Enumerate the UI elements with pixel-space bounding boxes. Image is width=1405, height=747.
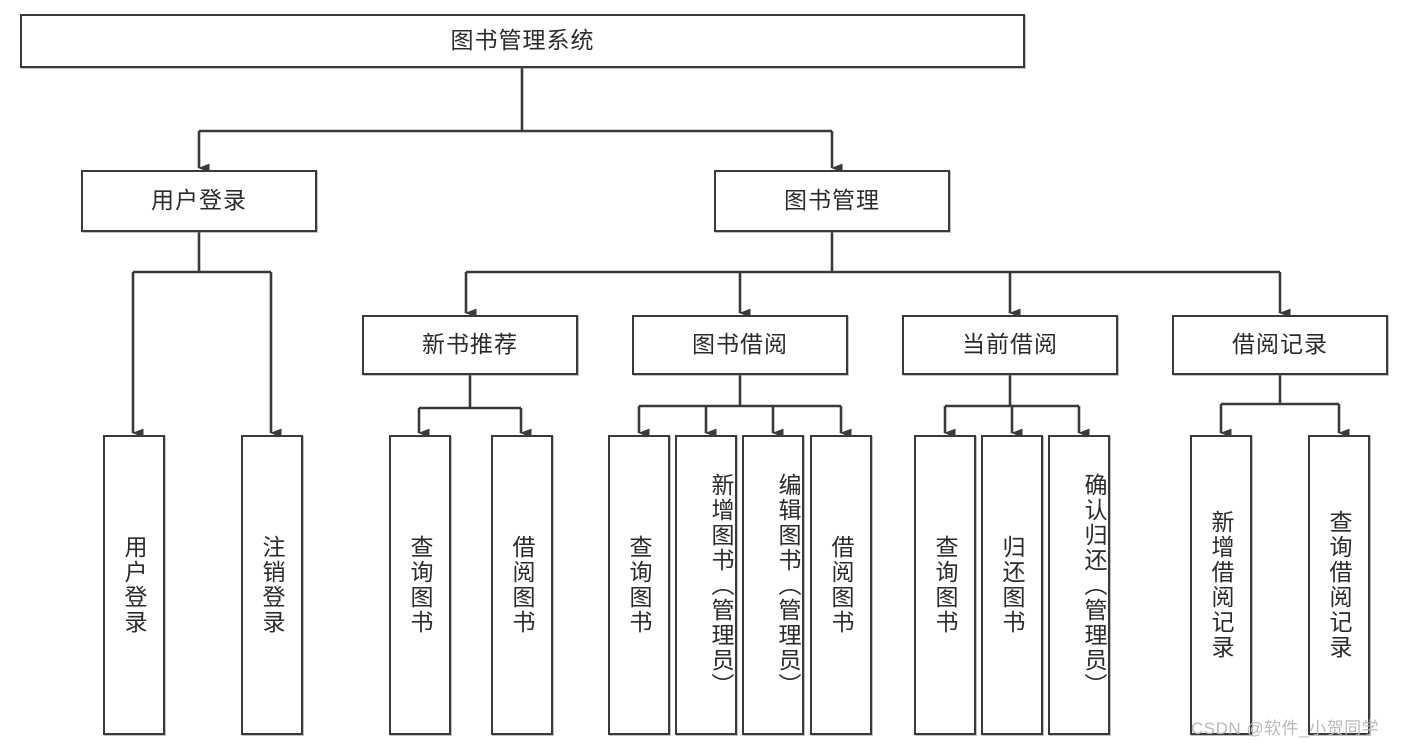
node-leaf-query-book-borrow[interactable]: 查询图书 <box>608 435 670 735</box>
node-leaf-query-borrow-record[interactable]: 查询借阅记录 <box>1308 435 1370 735</box>
node-user-login[interactable]: 用户登录 <box>81 170 317 232</box>
node-label: 借阅图书 <box>509 535 536 635</box>
node-label: 查询图书 <box>407 535 434 635</box>
node-leaf-logout[interactable]: 注销登录 <box>241 435 303 735</box>
node-label: 确认归还（管理员） <box>1081 472 1107 698</box>
node-leaf-query-book-recommend[interactable]: 查询图书 <box>389 435 451 735</box>
node-label: 查询图书 <box>932 535 959 635</box>
node-label: 借阅记录 <box>1232 331 1328 358</box>
node-label: 查询图书 <box>626 535 653 635</box>
node-leaf-borrow-book-recommend[interactable]: 借阅图书 <box>491 435 553 735</box>
node-label: 图书借阅 <box>692 331 788 358</box>
node-leaf-edit-book-admin[interactable]: 编辑图书（管理员） <box>742 435 804 735</box>
node-label: 用户登录 <box>121 535 148 635</box>
csdn-watermark: CSDN @软件_小贺同学 <box>1191 719 1380 738</box>
node-current-borrow[interactable]: 当前借阅 <box>902 315 1118 375</box>
node-label: 查询借阅记录 <box>1326 510 1353 660</box>
node-leaf-borrow-book[interactable]: 借阅图书 <box>810 435 872 735</box>
node-label: 归还图书 <box>999 535 1026 635</box>
node-leaf-user-login[interactable]: 用户登录 <box>103 435 165 735</box>
node-leaf-return-book[interactable]: 归还图书 <box>981 435 1043 735</box>
node-label: 新书推荐 <box>422 331 518 358</box>
node-label: 新增图书（管理员） <box>708 472 734 698</box>
node-label: 图书管理 <box>784 187 880 214</box>
node-leaf-query-book-current[interactable]: 查询图书 <box>914 435 976 735</box>
node-leaf-add-borrow-record[interactable]: 新增借阅记录 <box>1190 435 1252 735</box>
node-label: 图书管理系统 <box>450 27 595 54</box>
node-root-book-management-system[interactable]: 图书管理系统 <box>20 14 1025 68</box>
node-label: 用户登录 <box>151 187 247 214</box>
node-label: 编辑图书（管理员） <box>775 472 801 698</box>
node-label: 借阅图书 <box>828 535 855 635</box>
node-leaf-confirm-return-admin[interactable]: 确认归还（管理员） <box>1048 435 1110 735</box>
node-leaf-add-book-admin[interactable]: 新增图书（管理员） <box>675 435 737 735</box>
node-label: 新增借阅记录 <box>1208 510 1235 660</box>
node-new-book-recommend[interactable]: 新书推荐 <box>362 315 578 375</box>
node-book-management[interactable]: 图书管理 <box>714 170 950 232</box>
node-book-borrow[interactable]: 图书借阅 <box>632 315 848 375</box>
node-borrow-record[interactable]: 借阅记录 <box>1172 315 1388 375</box>
node-label: 注销登录 <box>259 535 286 635</box>
node-label: 当前借阅 <box>962 331 1058 358</box>
